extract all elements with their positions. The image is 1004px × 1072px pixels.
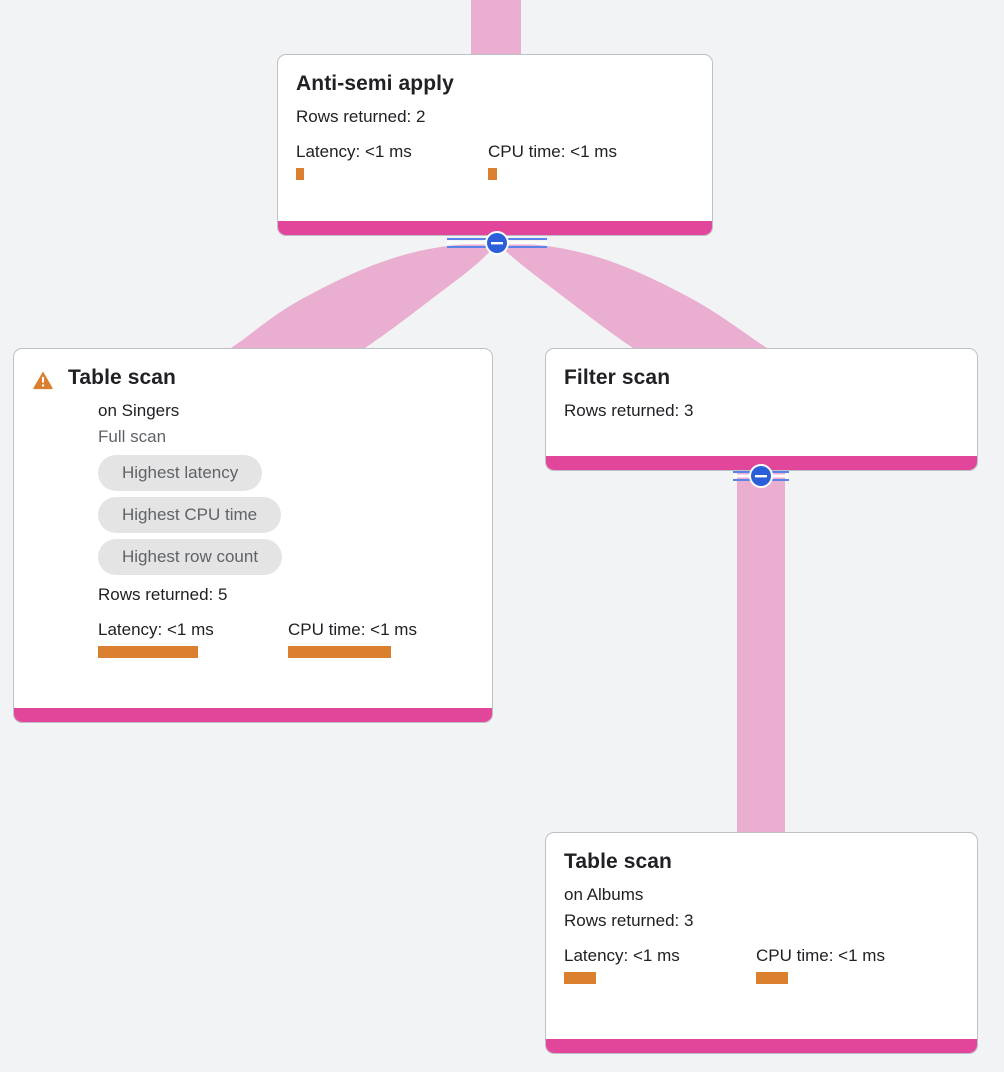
node-body: Table scan on Albums Rows returned: 3 La… bbox=[546, 833, 977, 1039]
metric-latency: Latency: <1 ms bbox=[98, 619, 288, 658]
node-title-row: Table scan bbox=[32, 365, 474, 391]
metric-label: Latency: <1 ms bbox=[296, 142, 412, 161]
minus-icon bbox=[491, 242, 503, 245]
metric-bar-cpu-time bbox=[756, 972, 788, 984]
metric-label: Latency: <1 ms bbox=[564, 946, 680, 965]
rows-returned: Rows returned: 3 bbox=[564, 401, 694, 420]
rows-returned: Rows returned: 5 bbox=[98, 585, 228, 604]
node-footer-bar bbox=[14, 708, 492, 722]
metric-label: Latency: <1 ms bbox=[98, 620, 214, 639]
node-title-row: Filter scan bbox=[564, 365, 959, 391]
node-subtitle: on Albums bbox=[564, 885, 644, 904]
rows-returned: Rows returned: 2 bbox=[296, 107, 426, 126]
node-title-row: Table scan bbox=[564, 849, 959, 875]
metric-label: CPU time: <1 ms bbox=[288, 620, 417, 639]
node-body: Table scan on Singers Full scan Highest … bbox=[14, 349, 492, 708]
metric-cpu-time: CPU time: <1 ms bbox=[488, 141, 617, 180]
metric-bar-latency bbox=[98, 646, 198, 658]
metric-latency: Latency: <1 ms bbox=[296, 141, 488, 180]
metric-bar-cpu-time bbox=[288, 646, 391, 658]
node-title: Anti-semi apply bbox=[296, 72, 454, 95]
toggle-filter-scan[interactable] bbox=[711, 463, 811, 489]
node-table-scan-singers[interactable]: Table scan on Singers Full scan Highest … bbox=[13, 348, 493, 723]
node-scan-type: Full scan bbox=[98, 427, 167, 446]
minus-icon bbox=[755, 475, 767, 478]
node-title: Table scan bbox=[564, 850, 672, 873]
badge-highest-cpu-time: Highest CPU time bbox=[98, 497, 282, 533]
badge-list: Highest latency Highest CPU time Highest… bbox=[32, 455, 474, 575]
metric-bar-latency bbox=[296, 168, 304, 180]
node-footer-bar bbox=[278, 221, 712, 235]
metrics-row: Latency: <1 ms CPU time: <1 ms bbox=[564, 945, 959, 984]
metric-bar-cpu-time bbox=[488, 168, 497, 180]
metric-latency: Latency: <1 ms bbox=[564, 945, 756, 984]
node-anti-semi-apply[interactable]: Anti-semi apply Rows returned: 2 Latency… bbox=[277, 54, 713, 236]
node-body: Filter scan Rows returned: 3 bbox=[546, 349, 977, 456]
metrics-row: Latency: <1 ms CPU time: <1 ms bbox=[32, 619, 474, 658]
badge-highest-latency: Highest latency bbox=[98, 455, 263, 491]
badge-highest-row-count: Highest row count bbox=[98, 539, 283, 575]
edge-incoming-top bbox=[471, 0, 521, 56]
metric-label: CPU time: <1 ms bbox=[488, 142, 617, 161]
node-title-row: Anti-semi apply bbox=[296, 71, 694, 97]
node-title: Filter scan bbox=[564, 366, 671, 389]
node-table-scan-albums[interactable]: Table scan on Albums Rows returned: 3 La… bbox=[545, 832, 978, 1054]
metric-cpu-time: CPU time: <1 ms bbox=[756, 945, 885, 984]
node-footer-bar bbox=[546, 456, 977, 470]
node-filter-scan[interactable]: Filter scan Rows returned: 3 bbox=[545, 348, 978, 471]
edge-filterscan-to-table-scan-albums bbox=[737, 470, 785, 838]
edge-antisemi-to-filter-scan bbox=[497, 243, 767, 348]
rows-returned: Rows returned: 3 bbox=[564, 911, 694, 930]
metric-label: CPU time: <1 ms bbox=[756, 946, 885, 965]
node-title: Table scan bbox=[68, 366, 176, 389]
node-body: Anti-semi apply Rows returned: 2 Latency… bbox=[278, 55, 712, 221]
metrics-row: Latency: <1 ms CPU time: <1 ms bbox=[296, 141, 694, 180]
node-subtitle: on Singers bbox=[98, 401, 180, 420]
toggle-anti-semi-apply[interactable] bbox=[447, 230, 547, 256]
metric-bar-latency bbox=[564, 972, 596, 984]
node-footer-bar bbox=[546, 1039, 977, 1053]
metric-cpu-time: CPU time: <1 ms bbox=[288, 619, 417, 658]
edge-antisemi-to-table-scan-singers bbox=[231, 243, 497, 348]
warning-triangle-icon bbox=[33, 371, 53, 390]
